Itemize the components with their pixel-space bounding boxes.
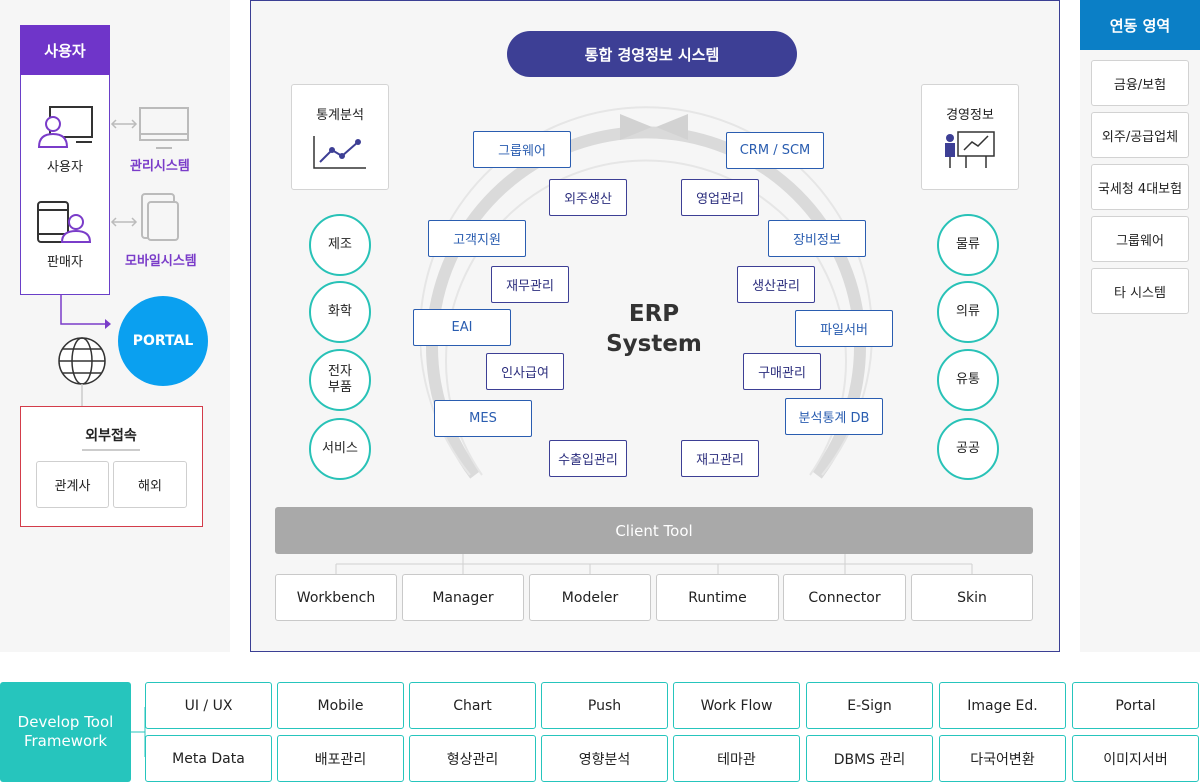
module-customer-support[interactable]: 고객지원 xyxy=(428,220,526,257)
module-sales[interactable]: 영업관리 xyxy=(681,179,759,216)
module-inventory[interactable]: 재고관리 xyxy=(681,440,759,477)
mobile-link-icon xyxy=(110,193,179,241)
framework-item[interactable]: Mobile xyxy=(277,682,404,729)
framework-item[interactable]: 배포관리 xyxy=(277,735,404,782)
management-info-title: 경영정보 xyxy=(946,108,994,123)
erp-label-line1: ERP xyxy=(628,301,680,327)
tool-runtime[interactable]: Runtime xyxy=(656,574,779,621)
overseas-button[interactable]: 해외 xyxy=(113,461,187,508)
tool-connector[interactable]: Connector xyxy=(783,574,906,621)
client-tool-bar[interactable]: Client Tool xyxy=(275,507,1033,554)
industry-circle[interactable]: 물류 xyxy=(937,214,999,276)
tool-modeler[interactable]: Modeler xyxy=(529,574,651,621)
user-label: 사용자 xyxy=(47,160,83,175)
seller-tablet-icon xyxy=(37,201,92,243)
module-mes[interactable]: MES xyxy=(434,400,532,437)
industry-circle[interactable]: 전자 부품 xyxy=(309,349,371,411)
industry-circle[interactable]: 제조 xyxy=(309,214,371,276)
user-monitor-icon xyxy=(37,106,93,148)
integration-item[interactable]: 외주/공급업체 xyxy=(1091,112,1189,158)
integration-item[interactable]: 타 시스템 xyxy=(1091,268,1189,314)
framework-item[interactable]: 테마관 xyxy=(673,735,800,782)
tool-manager[interactable]: Manager xyxy=(402,574,524,621)
framework-item[interactable]: Meta Data xyxy=(145,735,272,782)
industry-circle[interactable]: 서비스 xyxy=(309,418,371,480)
erp-label-line2: System xyxy=(606,330,702,357)
erp-system-label: ERP System xyxy=(594,300,714,360)
stats-card-title: 통계분석 xyxy=(316,108,364,123)
module-file-server[interactable]: 파일서버 xyxy=(795,310,893,347)
mobile-system-label: 모바일시스템 xyxy=(125,254,197,269)
framework-item[interactable]: 다국어변환 xyxy=(939,735,1066,782)
right-panel xyxy=(1080,0,1200,652)
module-eai[interactable]: EAI xyxy=(413,309,511,346)
framework-item[interactable]: Work Flow xyxy=(673,682,800,729)
seller-label: 판매자 xyxy=(47,255,83,270)
user-group-header: 사용자 xyxy=(20,25,110,75)
industry-circle[interactable]: 공공 xyxy=(937,418,999,480)
stats-card[interactable] xyxy=(291,84,389,190)
tool-skin[interactable]: Skin xyxy=(911,574,1033,621)
integration-area-header: 연동 영역 xyxy=(1080,0,1200,50)
framework-item[interactable]: Push xyxy=(541,682,668,729)
framework-item[interactable]: E-Sign xyxy=(806,682,933,729)
portal-circle[interactable]: PORTAL xyxy=(118,296,208,386)
module-analytics-db[interactable]: 분석통계 DB xyxy=(785,398,883,435)
framework-item[interactable]: 이미지서버 xyxy=(1072,735,1199,782)
framework-item[interactable]: Chart xyxy=(409,682,536,729)
module-hr-payroll[interactable]: 인사급여 xyxy=(486,353,564,390)
admin-system-label: 관리시스템 xyxy=(130,159,190,174)
line-chart-icon xyxy=(313,136,366,169)
module-purchase[interactable]: 구매관리 xyxy=(743,353,821,390)
admin-link-icon xyxy=(110,107,189,149)
integration-item[interactable]: 국세청 4대보험 xyxy=(1091,164,1189,210)
presentation-icon xyxy=(945,131,995,168)
integration-item[interactable]: 금융/보험 xyxy=(1091,60,1189,106)
management-info-card[interactable] xyxy=(921,84,1019,190)
tool-workbench[interactable]: Workbench xyxy=(275,574,397,621)
framework-item[interactable]: DBMS 관리 xyxy=(806,735,933,782)
industry-circle[interactable]: 화학 xyxy=(309,281,371,343)
portal-connector-arrow xyxy=(60,294,111,329)
integration-item[interactable]: 그룹웨어 xyxy=(1091,216,1189,262)
framework-item[interactable]: 영향분석 xyxy=(541,735,668,782)
framework-item[interactable]: UI / UX xyxy=(145,682,272,729)
module-production[interactable]: 생산관리 xyxy=(737,266,815,303)
framework-item[interactable]: Portal xyxy=(1072,682,1199,729)
module-outsourcing[interactable]: 외주생산 xyxy=(549,179,627,216)
module-finance[interactable]: 재무관리 xyxy=(491,266,569,303)
client-tool-connector xyxy=(335,554,973,574)
module-import-export[interactable]: 수출입관리 xyxy=(549,440,627,477)
develop-tool-framework-header: Develop Tool Framework xyxy=(0,682,131,782)
module-equipment[interactable]: 장비정보 xyxy=(768,220,866,257)
module-crm-scm[interactable]: CRM / SCM xyxy=(726,132,824,169)
industry-circle[interactable]: 의류 xyxy=(937,281,999,343)
framework-item[interactable]: Image Ed. xyxy=(939,682,1066,729)
industry-circle[interactable]: 유통 xyxy=(937,349,999,411)
globe-icon xyxy=(58,337,106,406)
external-access-title: 외부접속 xyxy=(82,425,140,451)
affiliate-button[interactable]: 관계사 xyxy=(36,461,109,508)
module-groupware[interactable]: 그룹웨어 xyxy=(473,131,571,168)
framework-item[interactable]: 형상관리 xyxy=(409,735,536,782)
integrated-system-title: 통합 경영정보 시스템 xyxy=(507,31,797,77)
